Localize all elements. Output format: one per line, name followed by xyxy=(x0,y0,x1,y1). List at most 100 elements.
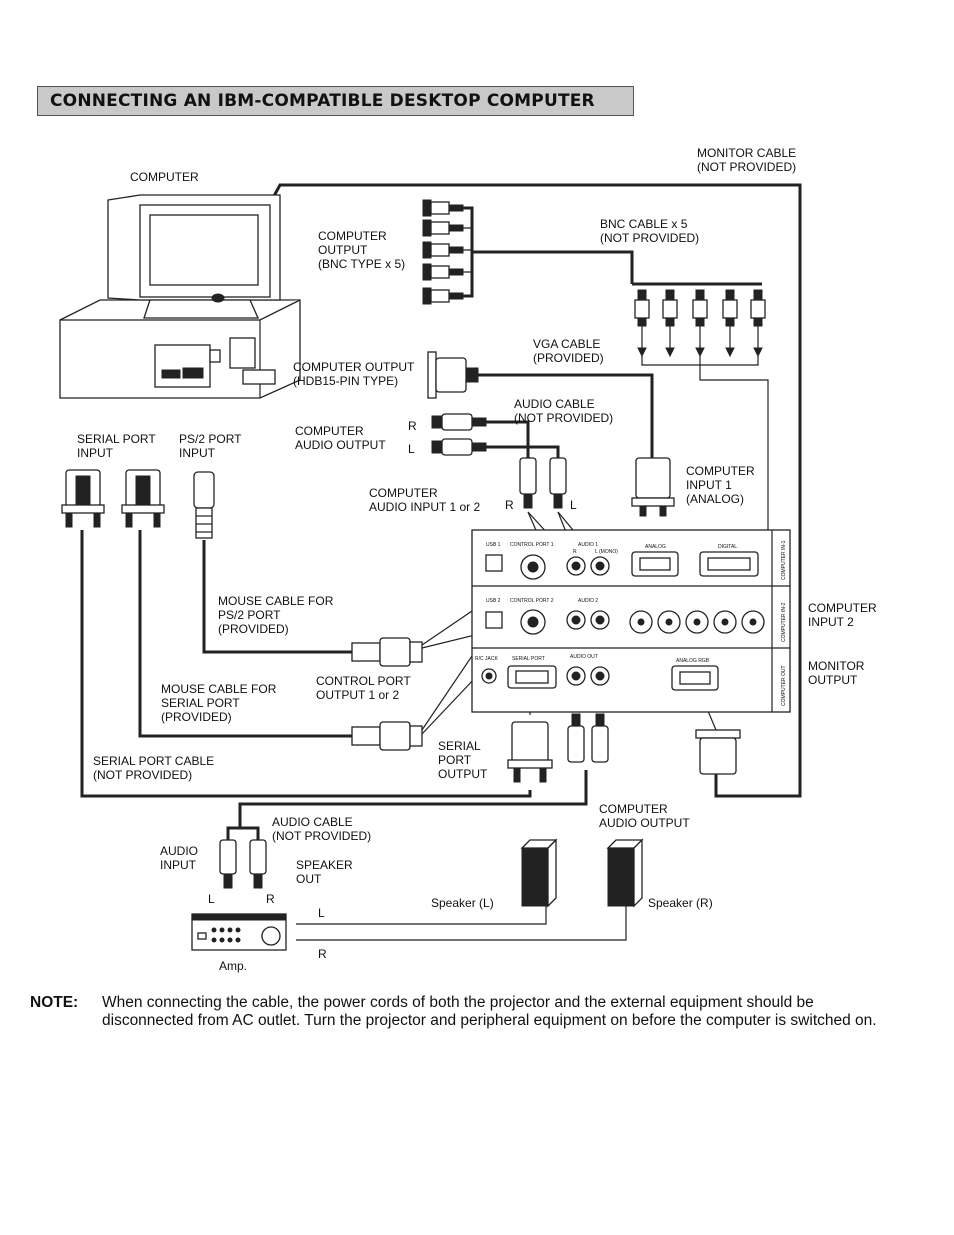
audio-cable-top-r xyxy=(486,420,530,458)
panel-analog: ANALOG xyxy=(645,544,666,550)
panel-computer-out: COMPUTER OUT xyxy=(781,665,787,706)
vga-cable-line xyxy=(478,373,654,458)
panel-audio1-l: L (MONO) xyxy=(595,549,618,555)
label-serial-port-input-2: INPUT xyxy=(77,446,114,460)
label-r-top: R xyxy=(408,419,417,433)
note-text: When connecting the cable, the power cor… xyxy=(102,994,877,1029)
panel-labels: USB 1 CONTROL PORT 1 AUDIO 1 R L (MONO) … xyxy=(475,540,787,706)
audio-cable-bottom-line xyxy=(226,770,588,840)
section-title: CONNECTING AN IBM-COMPATIBLE DESKTOP COM… xyxy=(50,91,595,111)
label-computer-audio-input-2: AUDIO INPUT 1 or 2 xyxy=(369,500,480,514)
panel-computer-in-2: COMPUTER IN-2 xyxy=(781,602,787,642)
speaker-l-wire xyxy=(296,905,547,925)
note-label: NOTE: xyxy=(30,994,79,1011)
vga-computer-output-connector xyxy=(427,351,479,399)
computer-illustration xyxy=(59,194,301,399)
label-computer-audio-output-2: AUDIO OUTPUT xyxy=(295,438,386,452)
panel-control-port-1: CONTROL PORT 1 xyxy=(510,542,554,548)
connection-diagram: USB 1 CONTROL PORT 1 AUDIO 1 R L (MONO) … xyxy=(59,146,877,973)
audio-input-plugs xyxy=(519,457,567,509)
label-l-mid: L xyxy=(570,498,577,512)
label-speaker-out-2: OUT xyxy=(296,872,322,886)
label-speaker-out-1: SPEAKER xyxy=(296,858,353,872)
panel-digital: DIGITAL xyxy=(718,544,737,550)
label-audio-cable-top-2: (NOT PROVIDED) xyxy=(514,411,613,425)
label-vga-cable-2: (PROVIDED) xyxy=(533,351,604,365)
audio-input-amp-plugs xyxy=(219,839,267,889)
label-vga-cable-1: VGA CABLE xyxy=(533,337,600,351)
label-monitor-cable-1: MONITOR CABLE xyxy=(697,146,796,160)
panel-audio2: AUDIO 2 xyxy=(578,598,598,604)
bnc-arrows xyxy=(637,325,763,366)
label-computer: COMPUTER xyxy=(130,170,199,184)
label-audio-cable-bottom-1: AUDIO CABLE xyxy=(272,815,353,829)
serial-port-cable-line xyxy=(80,530,532,798)
label-r-amp: R xyxy=(266,892,275,906)
audio-cable-bottom-r xyxy=(240,826,260,840)
label-r-line: R xyxy=(318,947,327,961)
panel-computer-in-1: COMPUTER IN-1 xyxy=(781,540,787,580)
bnc-cable-connectors xyxy=(634,289,766,327)
label-audio-cable-top-1: AUDIO CABLE xyxy=(514,397,595,411)
audio-cable-top-l xyxy=(486,445,560,458)
label-serial-port-output-2: PORT xyxy=(438,753,472,767)
speaker-r-wire xyxy=(296,905,627,941)
panel-control-port-2: CONTROL PORT 2 xyxy=(510,598,554,604)
projector-terminal-panel xyxy=(471,529,791,713)
label-monitor-output-1: MONITOR xyxy=(808,659,865,673)
label-bnc-cable-2: (NOT PROVIDED) xyxy=(600,231,699,245)
panel-rc-jack: R/C JACK xyxy=(475,656,498,662)
label-speaker-l: Speaker (L) xyxy=(431,896,494,910)
label-computer-audio-output-b-2: AUDIO OUTPUT xyxy=(599,816,690,830)
label-serial-port-output-3: OUTPUT xyxy=(438,767,488,781)
label-ps2-port-input-2: INPUT xyxy=(179,446,216,460)
ps2-mouse-cable-connector xyxy=(351,637,423,667)
label-l-line: L xyxy=(318,906,325,920)
bnc-output-connectors xyxy=(422,199,474,305)
label-computer-audio-output-b-1: COMPUTER xyxy=(599,802,668,816)
bnc-feed-line xyxy=(699,345,769,610)
panel-audio1-r: R xyxy=(573,549,577,555)
label-l-amp: L xyxy=(208,892,215,906)
label-computer-audio-output-1: COMPUTER xyxy=(295,424,364,438)
label-monitor-output-2: OUTPUT xyxy=(808,673,858,687)
speaker-right-illustration xyxy=(606,838,644,908)
serial-mouse-cable-connector xyxy=(351,721,423,751)
panel-usb1: USB 1 xyxy=(486,542,501,548)
label-computer-output-bnc-2: OUTPUT xyxy=(318,243,368,257)
label-computer-output-bnc-1: COMPUTER xyxy=(318,229,387,243)
label-audio-input-1: AUDIO xyxy=(160,844,198,858)
label-mouse-ps2-3: (PROVIDED) xyxy=(218,622,289,636)
serial-port-input-connector xyxy=(61,469,105,528)
label-amp: Amp. xyxy=(219,959,247,973)
panel-serial-port: SERIAL PORT xyxy=(512,656,545,662)
label-speaker-r: Speaker (R) xyxy=(648,896,713,910)
vga-input-1-connector xyxy=(631,457,675,517)
label-computer-input-2-b: INPUT 2 xyxy=(808,615,854,629)
ps2-port-input-connector xyxy=(193,471,215,539)
label-computer-input-1-b: INPUT 1 xyxy=(686,478,732,492)
ps2-serial-mouse-connector xyxy=(121,469,165,528)
label-mouse-serial-1: MOUSE CABLE FOR xyxy=(161,682,277,696)
diagram-labels: COMPUTER MONITOR CABLE (NOT PROVIDED) CO… xyxy=(77,146,877,973)
label-ps2-port-input-1: PS/2 PORT xyxy=(179,432,242,446)
speaker-left-illustration xyxy=(520,838,558,908)
label-control-port-2: OUTPUT 1 or 2 xyxy=(316,688,399,702)
amp-illustration xyxy=(191,913,287,951)
label-r-mid: R xyxy=(505,498,514,512)
label-mouse-ps2-2: PS/2 PORT xyxy=(218,608,281,622)
monitor-output-connector xyxy=(695,729,741,775)
audio-out-plugs xyxy=(567,713,609,763)
label-serial-port-cable-2: (NOT PROVIDED) xyxy=(93,768,192,782)
section-title-bar: CONNECTING AN IBM-COMPATIBLE DESKTOP COM… xyxy=(37,86,634,116)
audio-output-plugs xyxy=(431,413,487,456)
label-audio-input-2: INPUT xyxy=(160,858,197,872)
label-mouse-ps2-1: MOUSE CABLE FOR xyxy=(218,594,334,608)
label-serial-port-input-1: SERIAL PORT xyxy=(77,432,156,446)
label-mouse-serial-2: SERIAL PORT xyxy=(161,696,240,710)
label-control-port-1: CONTROL PORT xyxy=(316,674,411,688)
panel-audio1: AUDIO 1 xyxy=(578,542,598,548)
label-serial-port-cable-1: SERIAL PORT CABLE xyxy=(93,754,214,768)
label-computer-output-hdb-1: COMPUTER OUTPUT xyxy=(293,360,415,374)
label-monitor-cable-2: (NOT PROVIDED) xyxy=(697,160,796,174)
